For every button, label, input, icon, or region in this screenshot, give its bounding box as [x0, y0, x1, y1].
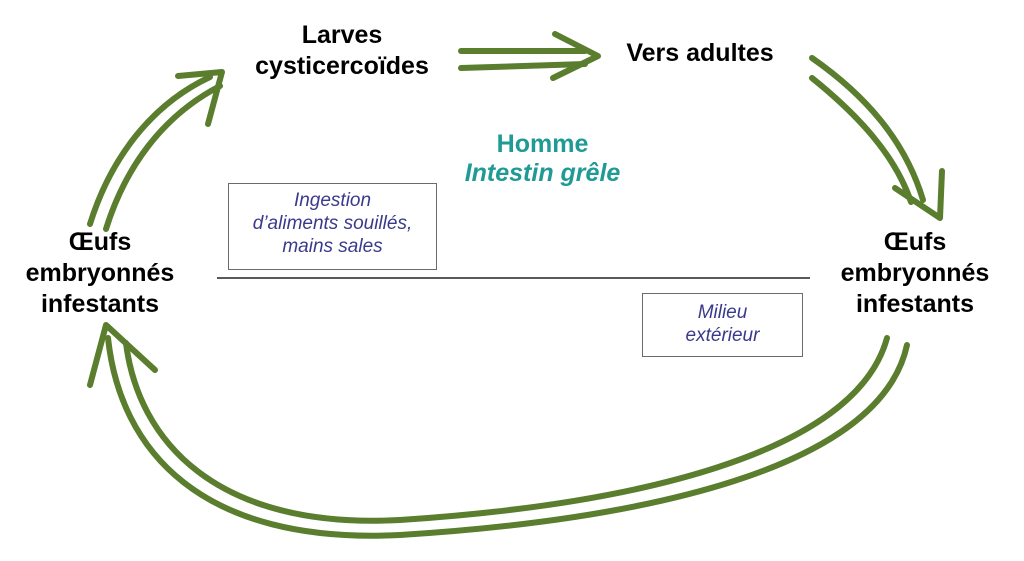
- arrow-head-icon: [87, 322, 158, 388]
- stage-vers-adultes-label: Vers adultes: [626, 39, 774, 67]
- stage-oeufs-right: Œufs embryonnés infestants: [820, 227, 1010, 320]
- arrow-oeufs-right-to-oeufs-left: [87, 322, 910, 539]
- note-milieu-line1: Milieu: [697, 302, 748, 323]
- stage-oeufs-right-line3: infestants: [855, 290, 975, 318]
- stage-oeufs-right-line1: Œufs: [883, 228, 947, 256]
- stage-oeufs-left-line3: infestants: [40, 290, 160, 318]
- arrow-head-icon: [892, 168, 945, 221]
- stage-larves-line1: Larves: [301, 21, 383, 49]
- stage-larves-line2: cysticercoïdes: [255, 52, 429, 80]
- host-title: Homme: [496, 130, 589, 158]
- stage-oeufs-left-line1: Œufs: [68, 228, 132, 256]
- arrow-vers-to-oeufs: [809, 55, 945, 221]
- note-ingestion-line1: Ingestion: [293, 190, 372, 211]
- arrow-head-icon: [550, 31, 601, 81]
- stage-larves: Larves cysticercoïdes: [212, 20, 472, 82]
- stage-oeufs-right-line2: embryonnés: [840, 259, 990, 287]
- note-ingestion: Ingestion d’aliments souillés, mains sal…: [228, 183, 437, 270]
- host-label: Homme Intestin grêle: [400, 130, 685, 188]
- arrow-head-icon: [175, 69, 225, 127]
- note-ingestion-line3: mains sales: [282, 236, 383, 257]
- note-milieu-exterieur: Milieu extérieur: [642, 293, 803, 357]
- host-subtitle: Intestin grêle: [464, 159, 621, 187]
- note-ingestion-line2: d’aliments souillés,: [252, 213, 413, 234]
- stage-oeufs-left: Œufs embryonnés infestants: [20, 227, 180, 320]
- stage-oeufs-left-line2: embryonnés: [25, 259, 175, 287]
- arrow-larves-to-vers: [458, 31, 601, 81]
- stage-vers-adultes: Vers adultes: [590, 38, 810, 69]
- arrow-oeufs-to-larves: [87, 69, 225, 232]
- note-milieu-line2: extérieur: [685, 325, 760, 346]
